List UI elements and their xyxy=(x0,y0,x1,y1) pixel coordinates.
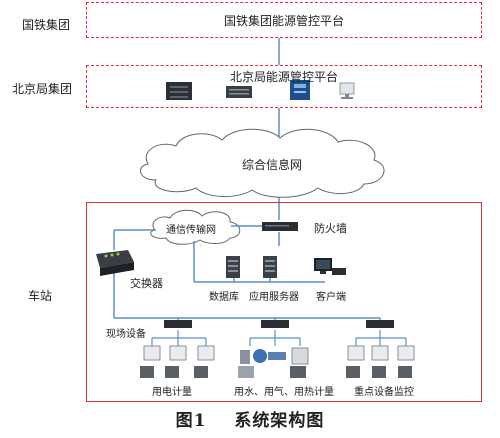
desktop-pc-icon xyxy=(339,82,355,99)
firewall-label: 防火墙 xyxy=(314,222,347,235)
info-network-cloud xyxy=(140,128,385,198)
group-label-monitoring: 重点设备监控 xyxy=(354,387,414,398)
server-label-client: 客户端 xyxy=(316,292,346,303)
national-platform-box: 国铁集团能源管控平台 xyxy=(86,2,482,38)
station-box xyxy=(86,202,482,402)
field-switch-icon-3 xyxy=(366,320,394,328)
application-server-icon xyxy=(263,256,277,278)
field-devices-label: 现场设备 xyxy=(106,329,146,340)
field-switch-icon-2 xyxy=(261,320,289,328)
electric-meter-icon xyxy=(140,345,215,378)
bureau-platform-box: 北京局能源管控平台 xyxy=(86,65,482,108)
bureau-level-label: 北京局集团 xyxy=(12,82,73,96)
info-network-label: 综合信息网 xyxy=(242,158,303,172)
transmission-network-label: 通信传输网 xyxy=(166,225,216,236)
group-label-water-gas-heat: 用水、用气、用热计量 xyxy=(234,387,334,398)
bureau-platform-title: 北京局能源管控平台 xyxy=(229,70,338,84)
national-level-label: 国铁集团 xyxy=(22,18,71,32)
server-tower-icon xyxy=(290,80,310,100)
server-label-application: 应用服务器 xyxy=(249,292,299,303)
firewall-icon xyxy=(262,222,298,231)
switch-label: 交换器 xyxy=(130,277,163,290)
station-level-label: 车站 xyxy=(28,289,53,303)
server-rack-icon xyxy=(166,82,192,100)
water-gas-heat-meter-icon xyxy=(238,347,309,378)
server-label-database: 数据库 xyxy=(209,292,239,303)
group-label-electric: 用电计量 xyxy=(152,387,192,398)
equipment-monitor-icon xyxy=(346,345,415,378)
storage-array-icon xyxy=(226,86,252,98)
transmission-cloud xyxy=(150,209,241,245)
figure-title: 系统架构图 xyxy=(234,411,325,431)
client-pc-icon xyxy=(314,258,346,275)
figure-caption: 图1 系统架构图 xyxy=(0,406,500,431)
field-switch-icon-1 xyxy=(164,320,192,328)
switch-icon xyxy=(96,250,134,276)
national-platform-title: 国铁集团能源管控平台 xyxy=(223,14,344,28)
database-server-icon xyxy=(226,256,240,278)
figure-number: 图1 xyxy=(175,411,207,431)
